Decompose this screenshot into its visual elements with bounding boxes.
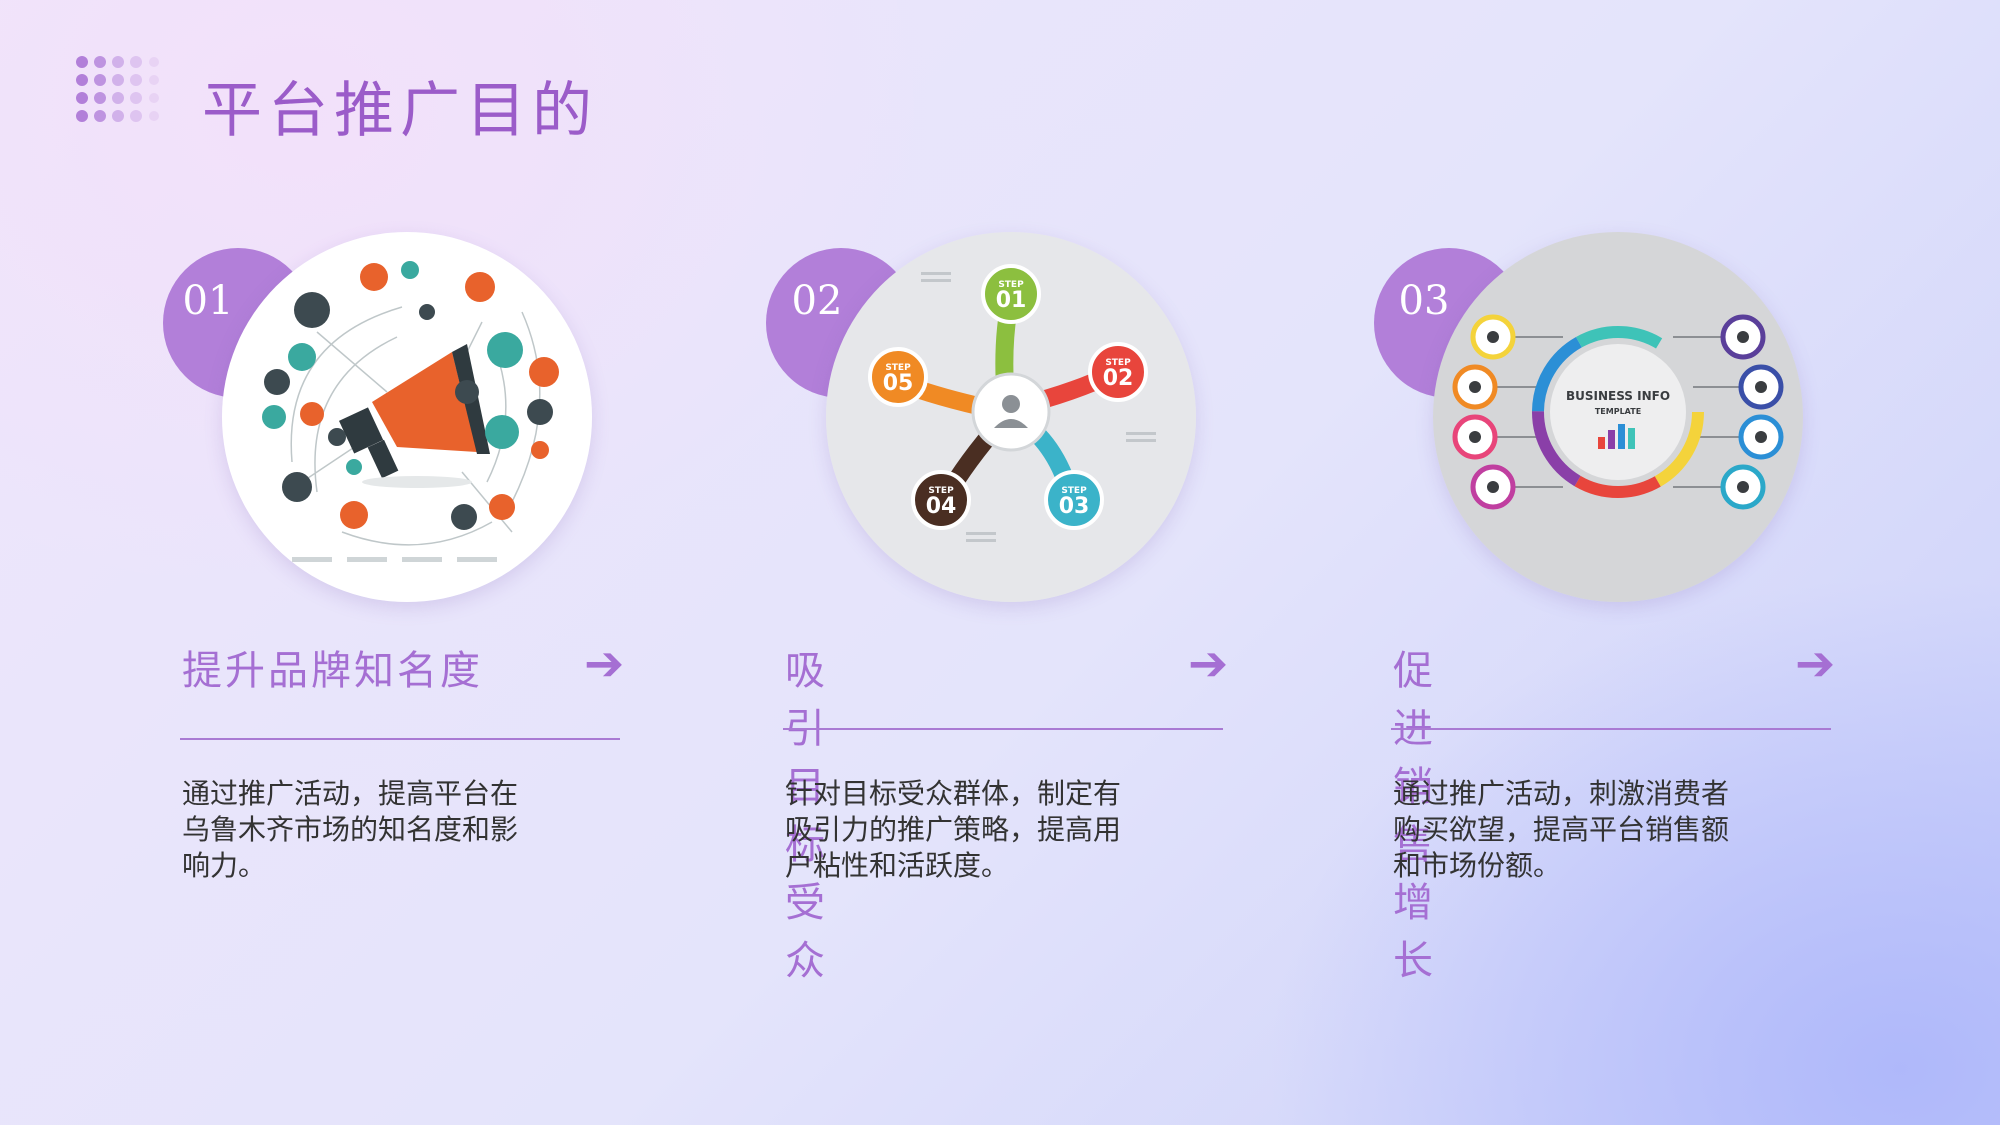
card-heading: 吸引目标受众 bbox=[785, 648, 828, 984]
card-description: 通过推广活动，提高平台在乌鲁木齐市场的知名度和影响力。 bbox=[182, 777, 519, 882]
svg-text:STEP: STEP bbox=[1061, 486, 1087, 496]
card-heading: 促进销售增长 bbox=[1393, 648, 1436, 984]
arrow-right-icon: ➔ bbox=[1188, 636, 1229, 692]
megaphone-illustration-icon bbox=[222, 232, 592, 602]
business-info-infographic-icon: BUSINESS INFO TEMPLATE bbox=[1433, 232, 1803, 602]
dot-grid-decoration bbox=[76, 56, 159, 122]
card-description: 通过推广活动，刺激消费者购买欲望，提高平台销售额和市场份额。 bbox=[1393, 777, 1730, 882]
heading-divider bbox=[783, 728, 1223, 730]
purpose-card-brand-awareness: 01 bbox=[0, 0, 624, 1125]
svg-text:STEP: STEP bbox=[885, 363, 911, 373]
svg-text:02: 02 bbox=[1103, 366, 1134, 391]
purpose-card-target-audience: 02 STEP 01 STEP 02 STE bbox=[0, 0, 1228, 1125]
svg-text:STEP: STEP bbox=[1105, 358, 1131, 368]
svg-text:BUSINESS INFO: BUSINESS INFO bbox=[1566, 389, 1670, 403]
card-number: 01 bbox=[182, 278, 234, 324]
page-title: 平台推广目的 bbox=[202, 76, 598, 146]
card-number: 02 bbox=[791, 278, 843, 324]
svg-text:03: 03 bbox=[1059, 494, 1090, 519]
heading-divider bbox=[180, 738, 620, 740]
card-number: 03 bbox=[1398, 278, 1450, 324]
arrow-right-icon: ➔ bbox=[584, 636, 625, 692]
heading-divider bbox=[1391, 728, 1831, 730]
svg-text:TEMPLATE: TEMPLATE bbox=[1595, 407, 1641, 416]
svg-text:05: 05 bbox=[883, 371, 914, 396]
card-heading: 提升品牌知名度 bbox=[182, 648, 483, 694]
svg-text:04: 04 bbox=[926, 494, 957, 519]
purpose-card-sales-growth: 03 BUSINESS INFO TEMPLATE bbox=[0, 0, 1835, 1125]
step-infographic-icon: STEP 01 STEP 02 STEP 03 STEP 04 STEP 05 bbox=[826, 232, 1196, 602]
svg-text:STEP: STEP bbox=[998, 280, 1024, 290]
svg-text:STEP: STEP bbox=[928, 486, 954, 496]
svg-text:01: 01 bbox=[996, 288, 1027, 313]
arrow-right-icon: ➔ bbox=[1795, 636, 1836, 692]
card-description: 针对目标受众群体，制定有吸引力的推广策略，提高用户粘性和活跃度。 bbox=[785, 777, 1122, 882]
